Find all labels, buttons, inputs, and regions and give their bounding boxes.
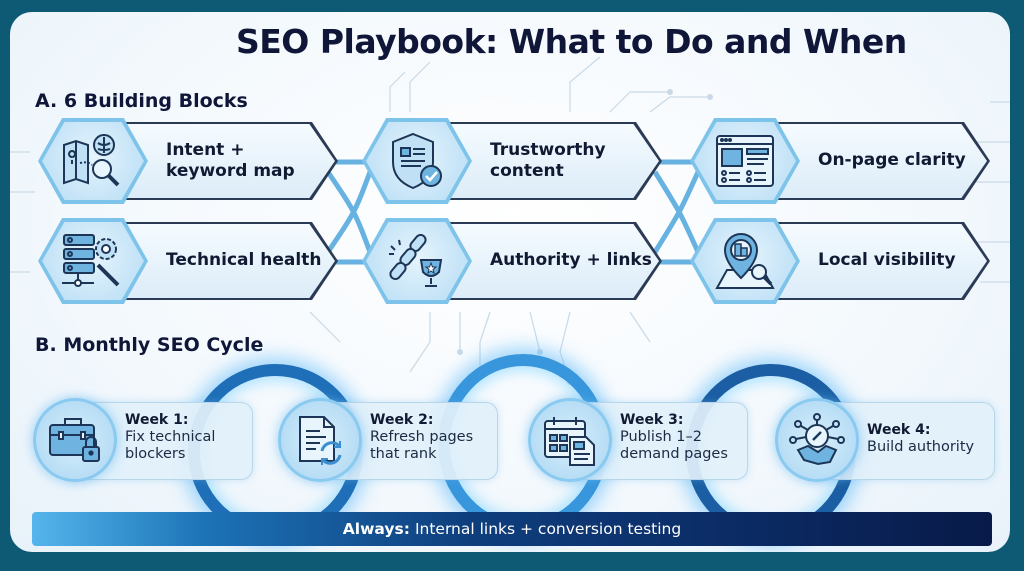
week-card-1: Week 1: Fix technical blockers [33, 398, 253, 482]
server-gear-wrench-icon [42, 222, 144, 300]
week-card-3: Week 3: Publish 1–2 demand pages [528, 398, 748, 482]
section-heading-monthly-cycle: B. Monthly SEO Cycle [35, 334, 264, 356]
always-label: Always: [342, 520, 410, 538]
week-task: Fix technical blockers [125, 428, 216, 462]
always-bar: Always: Internal links + conversion test… [32, 512, 992, 546]
webpage-layout-icon [694, 122, 796, 200]
map-pin-building-icon [694, 222, 796, 300]
chain-trophy-icon [366, 222, 468, 300]
block-label: On-page clarity [818, 150, 966, 171]
week-task: Publish 1–2 demand pages [620, 428, 728, 462]
block-on-page-clarity: On-page clarity [690, 118, 990, 204]
block-label: Technical health [166, 250, 322, 271]
block-technical-health: Technical health [38, 218, 338, 304]
calendar-document-icon [528, 398, 612, 482]
section-heading-building-blocks: A. 6 Building Blocks [35, 90, 248, 112]
week-card-2: Week 2: Refresh pages that rank [278, 398, 498, 482]
block-local-visibility: Local visibility [690, 218, 990, 304]
block-label: Intent + keyword map [166, 139, 295, 181]
map-brain-search-icon [42, 122, 144, 200]
week-task: Build authority [867, 438, 975, 455]
block-authority-links: Authority + links [362, 218, 662, 304]
block-label: Local visibility [818, 250, 956, 271]
week-card-4: Week 4: Build authority [775, 398, 995, 482]
infographic-panel: SEO Playbook: What to Do and When A. 6 B… [10, 12, 1010, 552]
week-label: Week 2: [370, 412, 434, 428]
shield-check-icon [366, 122, 468, 200]
week-label: Week 3: [620, 412, 684, 428]
page-title: SEO Playbook: What to Do and When [236, 22, 907, 61]
block-intent-keyword-map: Intent + keyword map [38, 118, 338, 204]
week-label: Week 4: [867, 422, 931, 438]
network-handshake-icon [775, 398, 859, 482]
week-task: Refresh pages that rank [370, 428, 474, 462]
week-label: Week 1: [125, 412, 189, 428]
block-trustworthy-content: Trustworthy content [362, 118, 662, 204]
document-refresh-icon [278, 398, 362, 482]
toolbox-lock-icon [33, 398, 117, 482]
block-label: Authority + links [490, 250, 652, 271]
always-text: Internal links + conversion testing [414, 520, 682, 538]
block-label: Trustworthy content [490, 139, 606, 181]
